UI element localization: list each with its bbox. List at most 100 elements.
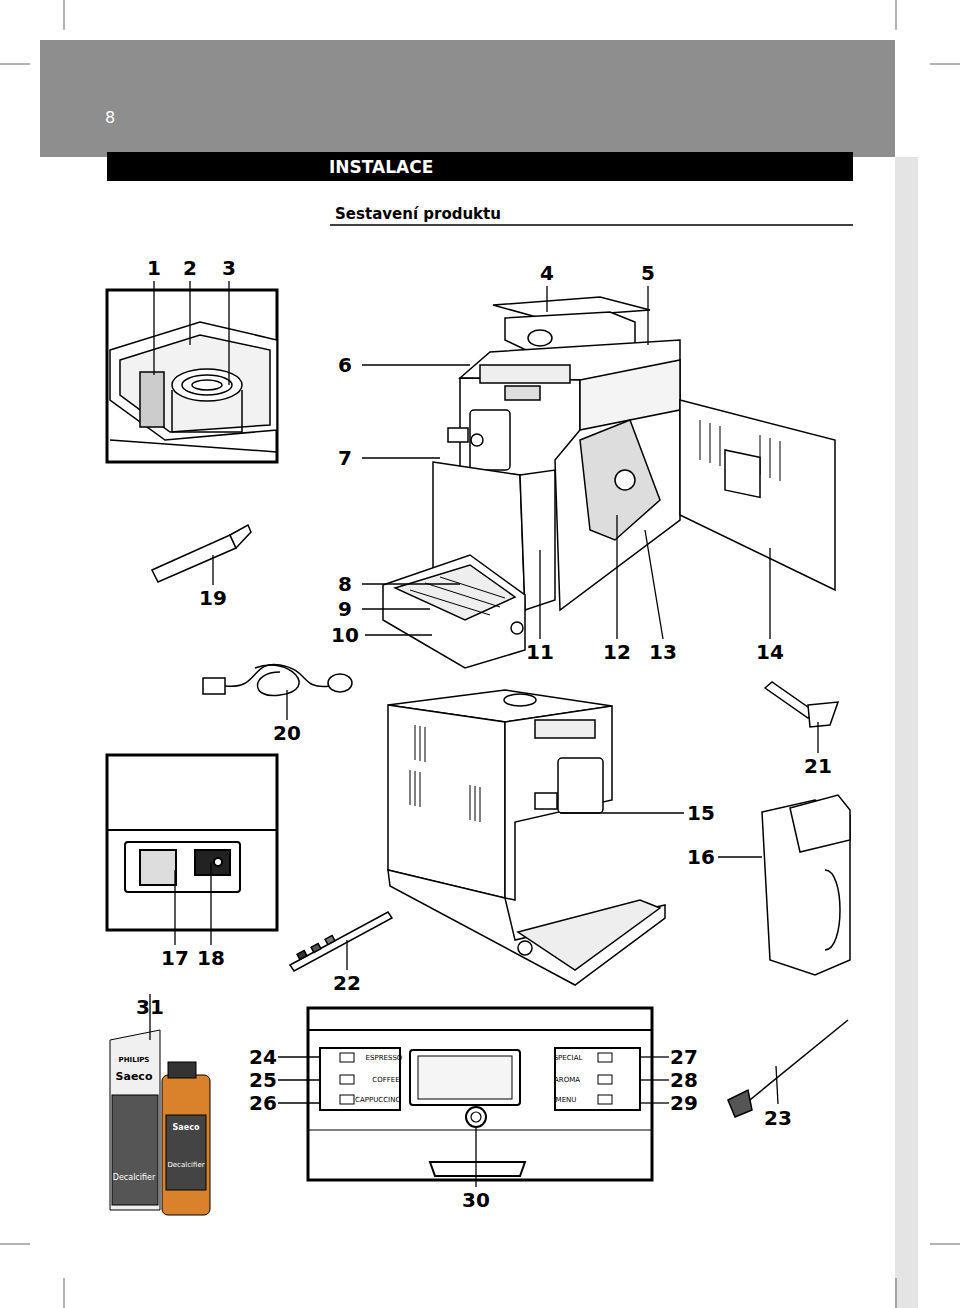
leader-lines [150,281,818,1187]
switch-inset [107,755,277,930]
test-strip [311,943,321,952]
test-strip [297,950,307,959]
callout-number: 31 [136,997,164,1017]
exploded-machine [700,420,701,460]
control-panel [418,1056,512,1099]
switch-inset [140,850,176,885]
assembled-machine [388,705,505,898]
scoop [765,682,815,718]
callout-number: 17 [161,948,189,968]
page-frame [896,1278,897,1308]
page-frame [64,0,65,30]
exploded-machine [528,330,552,346]
control-panel [430,1162,525,1176]
callout-number: 30 [462,1190,490,1210]
leader-lines [189,281,190,345]
exploded-machine [770,438,771,478]
tank-inset [110,322,277,440]
leader-lines [769,548,770,639]
assembled-machine [504,694,536,706]
leader-lines [174,870,175,945]
callout-number: 12 [603,642,631,662]
exploded-machine [395,565,515,620]
exploded-machine [470,410,510,470]
brush [740,1020,848,1108]
exploded-machine [780,441,781,481]
callout-number: 2 [183,258,197,278]
grease-tube [152,535,236,582]
page-number: 8 [105,110,115,126]
assembled-machine [410,770,411,805]
decalcifier [168,1062,196,1078]
leader-lines [560,812,684,813]
exploded-machine [580,420,660,540]
assembled-machine [388,690,665,985]
product-label: Saeco [116,1071,153,1082]
switch-inset [195,850,230,875]
leader-lines [647,286,648,345]
assembled-machine [518,941,532,955]
leader-lines [616,515,617,639]
callout-number: 20 [273,723,301,743]
section-band: INSTALACE [107,152,853,181]
assembled-machine [518,900,660,970]
exploded-machine [480,365,570,383]
exploded-machine [511,622,523,634]
exploded-machine [680,400,835,590]
leader-lines [346,940,347,970]
callout-number: 7 [338,448,352,468]
page-frame [64,1278,65,1308]
decalcifier [166,1115,206,1190]
control-panel [308,1008,652,1180]
tank-inset [172,369,242,401]
power-cord [203,664,352,695]
control-panel [340,1053,354,1062]
tank-inset [120,335,270,432]
leader-lines [278,1102,320,1103]
callout-number: 19 [199,588,227,608]
product-label: Decalcifier [167,1162,204,1169]
callout-number: 11 [526,642,554,662]
tank-inset [140,372,164,427]
leader-lines [212,555,213,585]
milk-jug [762,795,850,975]
power-cord [328,674,352,692]
leader-lines [539,550,540,639]
callout-number: 26 [249,1093,277,1113]
power-cord [255,665,299,695]
decalcifier [110,1030,160,1210]
assembled-machine [505,706,612,900]
test-strip [325,935,335,944]
callout-number: 24 [249,1047,277,1067]
callout-number: 25 [249,1070,277,1090]
leader-lines [640,1079,669,1080]
control-panel [308,1029,652,1031]
leader-lines [362,608,430,609]
exploded-machine [383,555,525,668]
button-label: CAPPUCCINO [355,1097,401,1104]
leader-lines [640,1102,669,1103]
callout-number: 4 [540,263,554,283]
exploded-machine [440,577,505,598]
leader-lines [475,1128,476,1187]
callout-number: 14 [756,642,784,662]
exploded-machine [425,583,500,607]
control-panel [340,1075,354,1084]
callout-number: 10 [331,625,359,645]
product-label: Decalcifier [113,1174,155,1182]
leader-lines [278,1079,320,1080]
test-strip [290,912,392,971]
leader-lines [153,281,154,375]
page-frame [330,224,853,226]
leader-lines [365,634,432,635]
callout-number: 16 [687,847,715,867]
brush [728,1020,848,1117]
leader-lines [640,1056,669,1057]
assembled-machine [535,793,557,809]
callout-number: 5 [641,263,655,283]
assembled-machine [420,726,421,761]
milk-jug [825,870,840,950]
page-frame [896,0,897,30]
